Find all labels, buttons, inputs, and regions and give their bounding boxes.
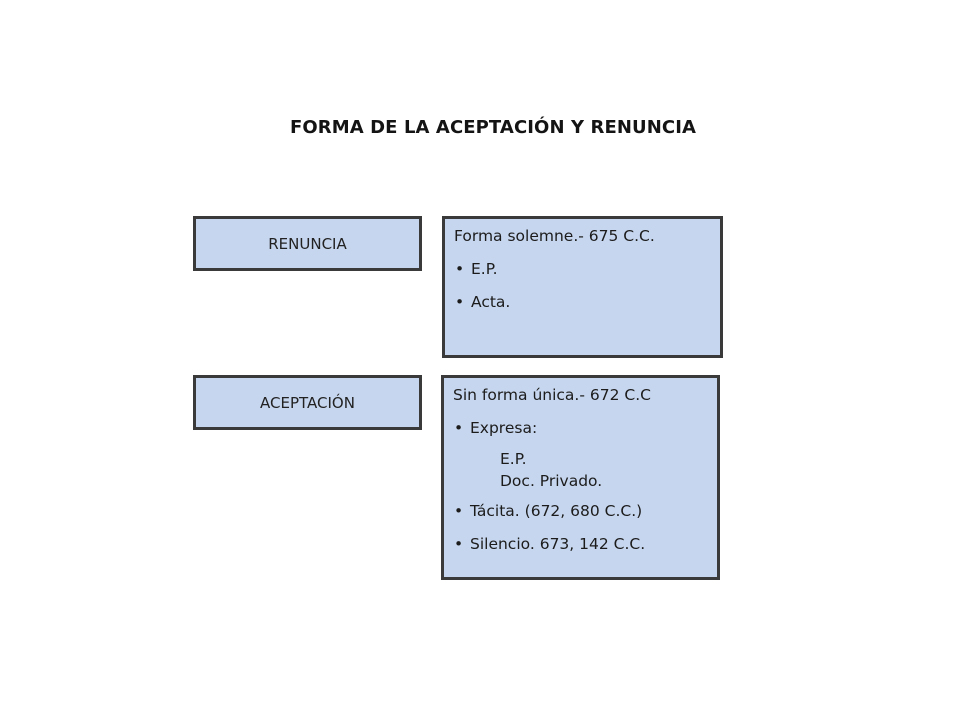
bullet-icon: •: [454, 502, 464, 520]
aceptacion-label: ACEPTACIÓN: [260, 393, 355, 412]
renuncia-content-box: Forma solemne.- 675 C.C. • E.P. • Acta.: [442, 216, 723, 358]
aceptacion-item-text: Expresa:: [470, 419, 538, 437]
expresa-sub-list: E.P. Doc. Privado.: [453, 448, 707, 492]
aceptacion-item-text: Tácita. (672, 680 C.C.): [470, 502, 643, 520]
renuncia-label-box: RENUNCIA: [193, 216, 422, 271]
aceptacion-label-box: ACEPTACIÓN: [193, 375, 422, 430]
expresa-sub-item: E.P.: [500, 450, 527, 468]
aceptacion-item-text: Silencio. 673, 142 C.C.: [470, 535, 646, 553]
slide-title: FORMA DE LA ACEPTACIÓN Y RENUNCIA: [289, 117, 697, 138]
aceptacion-content-box: Sin forma única.- 672 C.C • Expresa: E.P…: [441, 375, 720, 580]
bullet-icon: •: [454, 419, 464, 437]
aceptacion-item: • Tácita. (672, 680 C.C.): [453, 501, 707, 521]
bullet-icon: •: [455, 260, 465, 278]
bullet-icon: •: [455, 293, 465, 311]
renuncia-item-text: E.P.: [471, 260, 498, 278]
aceptacion-item: • Silencio. 673, 142 C.C.: [453, 534, 707, 554]
bullet-icon: •: [454, 535, 464, 553]
renuncia-heading: Forma solemne.- 675 C.C.: [454, 227, 655, 245]
renuncia-item-text: Acta.: [471, 293, 511, 311]
renuncia-item: • Acta.: [454, 292, 710, 312]
renuncia-label: RENUNCIA: [268, 234, 347, 253]
aceptacion-heading: Sin forma única.- 672 C.C: [453, 386, 651, 404]
aceptacion-item: • Expresa:: [453, 418, 707, 438]
expresa-sub-item: Doc. Privado.: [500, 472, 603, 490]
renuncia-item: • E.P.: [454, 259, 710, 279]
